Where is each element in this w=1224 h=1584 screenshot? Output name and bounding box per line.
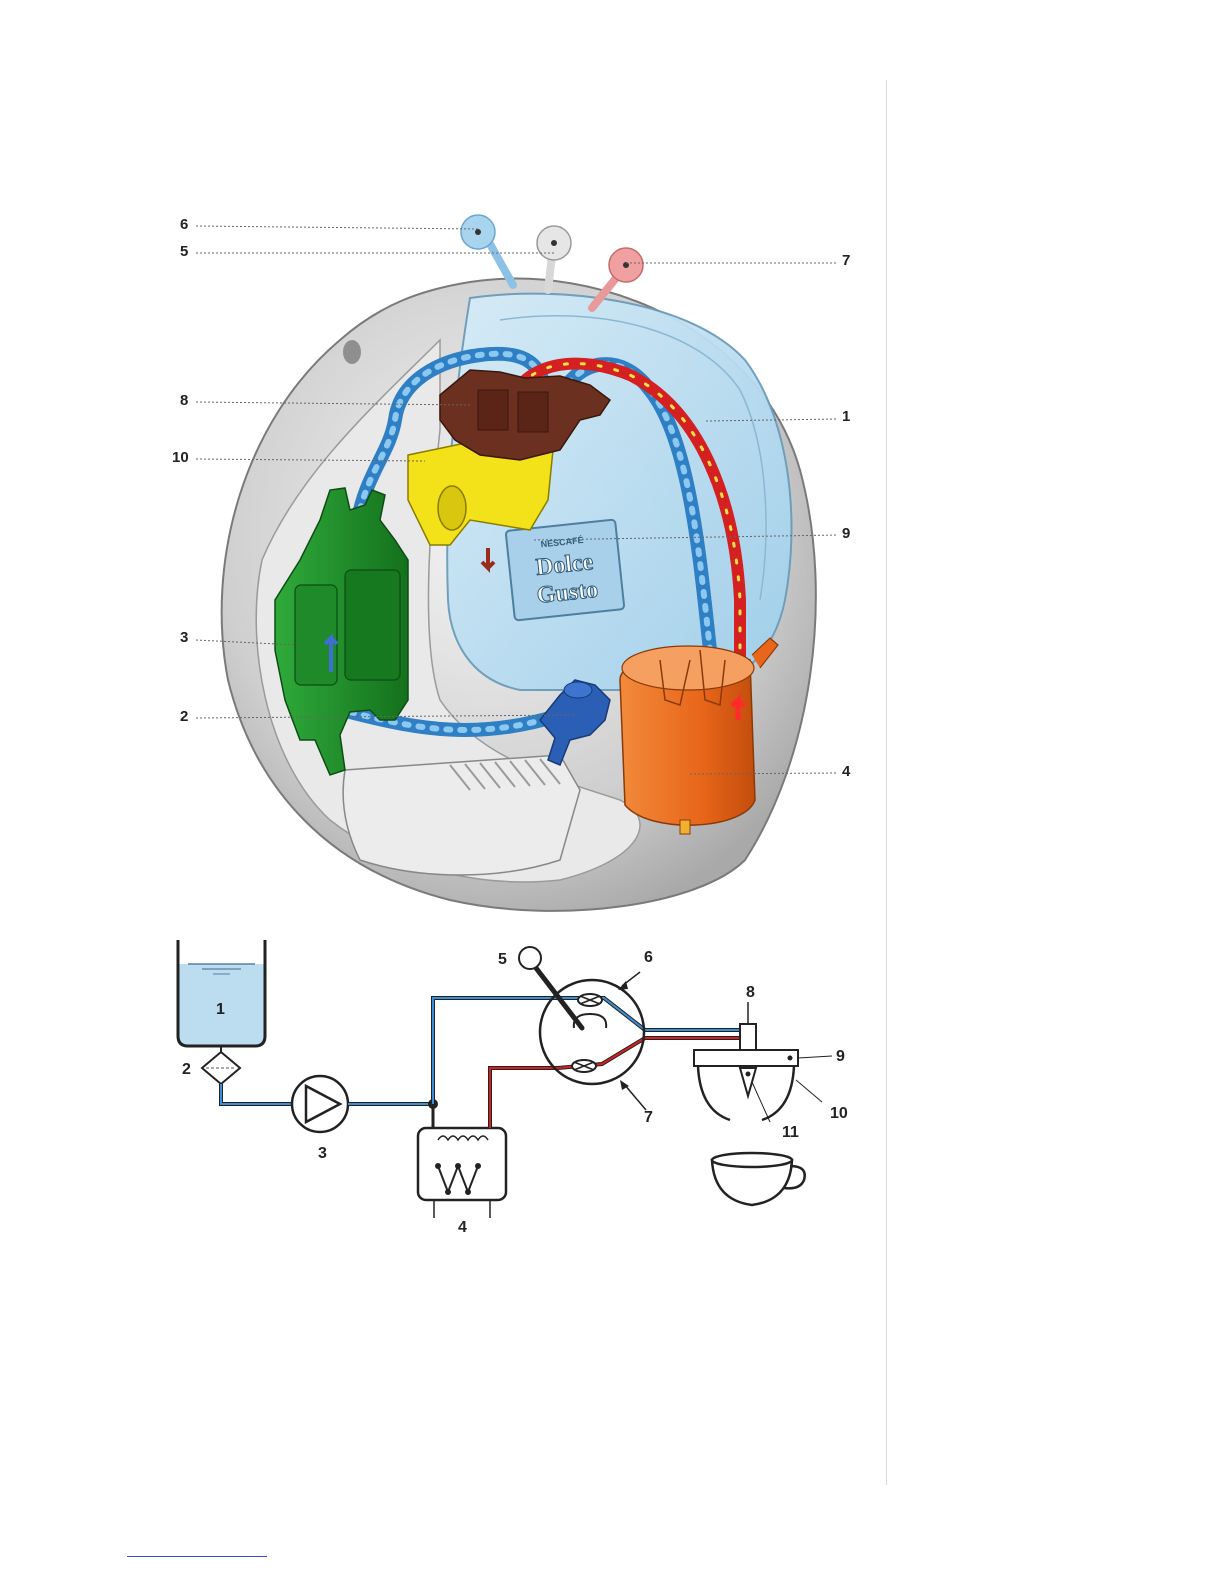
callout-3: 3 (180, 629, 188, 646)
capsule-plate-9 (694, 1050, 798, 1066)
schem-label-3: 3 (318, 1145, 327, 1162)
injector-8 (740, 1024, 756, 1050)
callout-8: 8 (180, 392, 188, 409)
brand-plate: NESCAFÉ Dolce Gusto (506, 519, 625, 620)
knob-6-cold (461, 215, 513, 285)
callout-6: 6 (180, 216, 188, 233)
schematic-heater-4 (418, 1128, 506, 1218)
callout-5: 5 (180, 243, 188, 260)
cutaway-illustration: NESCAFÉ Dolce Gusto (222, 215, 816, 911)
schematic-cup (712, 1153, 805, 1205)
drip-tray (343, 755, 580, 875)
schematic-brew-head (694, 1002, 832, 1122)
schematic-valve (519, 947, 646, 1110)
schematic-pump-3 (292, 1076, 348, 1132)
hydraulic-schematic: 1 2 3 (178, 940, 848, 1236)
callout-10: 10 (172, 449, 189, 466)
schem-label-6: 6 (644, 949, 653, 966)
schem-label-9: 9 (836, 1048, 845, 1065)
schem-label-2: 2 (182, 1061, 191, 1078)
schematic-tank-1 (178, 940, 265, 1046)
callout-4: 4 (842, 763, 851, 780)
schem-label-11: 11 (782, 1124, 799, 1141)
schem-label-10: 10 (830, 1105, 848, 1122)
schem-label-8: 8 (746, 984, 755, 1001)
callout-9: 9 (842, 525, 850, 542)
shell-hole (343, 340, 361, 364)
schem-label-1: 1 (216, 1001, 225, 1018)
valve-7-hot-element (572, 1060, 596, 1072)
knob-5-symbol (519, 947, 541, 969)
schem-label-5: 5 (498, 951, 507, 968)
schem-label-7: 7 (644, 1109, 653, 1126)
schematic-cold-line-a (221, 1084, 292, 1104)
callout-7: 7 (842, 252, 850, 269)
schem-label-4: 4 (458, 1219, 467, 1236)
callout-2: 2 (180, 708, 188, 725)
callout-1: 1 (842, 408, 850, 425)
schematic-filter-2 (202, 1046, 240, 1084)
valve-6-cold-element (578, 994, 602, 1006)
